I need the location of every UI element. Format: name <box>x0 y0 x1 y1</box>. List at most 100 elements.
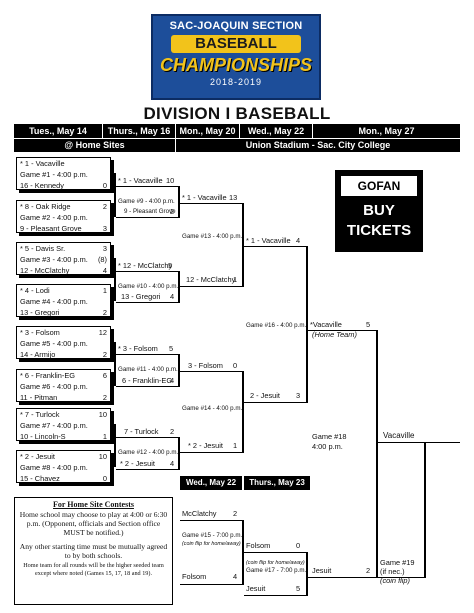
date-header-1: Tues., May 14 <box>14 124 102 138</box>
game-label: Game #10 - 4:00 p.m. <box>118 283 179 290</box>
game-time: 4:00 p.m. <box>312 442 343 451</box>
team-name: * 2 - Jesuit <box>120 459 155 468</box>
site-home: @ Home Sites <box>14 139 175 152</box>
team-name: 9 - Pleasant Grove <box>20 224 82 233</box>
team-name: 9 - Pleasant Grove <box>124 208 176 215</box>
team-name: 6 - Franklin-EG <box>122 376 173 385</box>
championship-logo: SAC-JOAQUIN SECTION BASEBALL CHAMPIONSHI… <box>151 14 321 100</box>
home-site-info-box: For Home Site Contests Home school may c… <box>14 497 173 605</box>
date-header-5: Mon., May 27 <box>313 124 460 138</box>
bracket-line <box>180 203 242 204</box>
team-score: 0 <box>102 474 107 483</box>
team-score: 5 <box>169 344 174 353</box>
innings-note: (8) <box>97 255 107 264</box>
team-score: 0 <box>296 541 301 550</box>
team-score: 0 <box>233 361 238 370</box>
team-name: 10 - Lincoln-S <box>20 432 66 441</box>
bracket-line <box>180 371 242 372</box>
buy-tickets-banner[interactable]: GOFAN BUY TICKETS <box>335 170 423 252</box>
team-name: * 3 - Folsom <box>118 344 158 353</box>
team-score: 2 <box>102 202 107 211</box>
date-header-4: Wed., May 22 <box>240 124 312 138</box>
team-name: 16 - Kennedy <box>20 181 64 190</box>
team-name: * 12 - McClatchy <box>118 261 173 270</box>
bracket-line <box>114 258 116 301</box>
team-name: * 6 - Franklin-EG <box>20 371 76 380</box>
team-score: 2 <box>233 509 238 518</box>
bracket-line <box>116 186 178 187</box>
info-paragraph-3: Home team for all rounds will be the hig… <box>23 562 164 577</box>
bracket-line <box>242 203 244 287</box>
team-score: 10 <box>98 410 107 419</box>
team-score: 5 <box>366 320 371 329</box>
bracket-line <box>424 442 426 578</box>
team-score: 2 <box>102 393 107 402</box>
game-19-label: Game #19 <box>380 558 415 567</box>
team-name: * 1 - Vacaville <box>182 193 227 202</box>
bracket-line <box>114 424 116 467</box>
game-label: Game #16 - 4:00 p.m. <box>246 322 307 329</box>
page-title: DIVISION I BASEBALL <box>143 104 331 123</box>
team-score: 3 <box>102 244 107 253</box>
team-score: 10 <box>98 452 107 461</box>
team-name: Folsom <box>182 572 207 581</box>
date-header-lower-2: Thurs., May 23 <box>244 476 310 490</box>
game-label: Game #13 - 4:00 p.m. <box>182 233 243 240</box>
info-heading: For Home Site Contests <box>53 500 134 509</box>
team-name: Jesuit <box>246 584 266 593</box>
team-name: * 2 - Jesuit <box>188 441 223 450</box>
game-label: Game #1 - 4:00 p.m. <box>20 170 88 179</box>
bracket-line <box>178 186 180 218</box>
tickets-label: TICKETS <box>346 222 412 239</box>
game-1-box: * 1 - Vacaville Game #1 - 4:00 p.m. 16 -… <box>16 157 111 190</box>
game-label: Game #18 <box>312 432 347 441</box>
bracket-line <box>180 286 242 287</box>
bracket-line <box>180 584 242 585</box>
bracket-line <box>306 552 308 596</box>
bracket-line <box>242 371 244 453</box>
bracket-line <box>116 217 178 218</box>
team-name: 7 - Turlock <box>124 427 159 436</box>
bracket-line <box>180 452 242 453</box>
home-team-note: (Home Team) <box>312 330 357 339</box>
bracket-line <box>178 437 180 470</box>
bracket-line <box>178 271 180 303</box>
team-name: * 4 - Lodi <box>20 286 50 295</box>
team-name: McClatchy <box>182 509 217 518</box>
team-name: 11 - Pitman <box>20 393 58 402</box>
team-name: 13 - Gregori <box>121 292 161 301</box>
team-score: 2 <box>102 350 107 359</box>
team-score: 5 <box>168 261 173 270</box>
info-paragraph-2: Any other starting time must be mutually… <box>19 542 168 560</box>
game-label: Game #14 - 4:00 p.m. <box>182 405 243 412</box>
bracket-line <box>308 577 376 578</box>
team-score: 10 <box>166 176 175 185</box>
game-19-note: (if nec.) <box>380 567 405 576</box>
game-label: Game #3 - 4:00 p.m. <box>20 255 88 264</box>
team-name: 15 - Chavez <box>20 474 60 483</box>
team-score: 5 <box>296 584 301 593</box>
team-score: 6 <box>102 371 107 380</box>
game-label: Game #4 - 4:00 p.m. <box>20 297 88 306</box>
team-score: 13 <box>229 193 238 202</box>
team-score: 4 <box>170 376 175 385</box>
bracket-line <box>308 330 376 331</box>
logo-sport: BASEBALL <box>171 35 301 53</box>
bracket-line <box>114 173 116 217</box>
logo-championships: CHAMPIONSHIPS <box>159 55 312 75</box>
team-name: 14 - Armijo <box>20 350 56 359</box>
team-name: * 1 - Vacaville <box>118 176 163 185</box>
team-name: Folsom <box>246 541 271 550</box>
team-score: 3 <box>296 391 301 400</box>
buy-label: BUY <box>363 202 395 219</box>
bracket-line <box>244 595 306 596</box>
bracket-line <box>306 246 308 403</box>
game-label: Game #12 - 4:00 p.m. <box>118 449 179 456</box>
logo-season: 2018-2019 <box>209 77 263 87</box>
team-name: * 1 - Vacaville <box>20 159 65 168</box>
